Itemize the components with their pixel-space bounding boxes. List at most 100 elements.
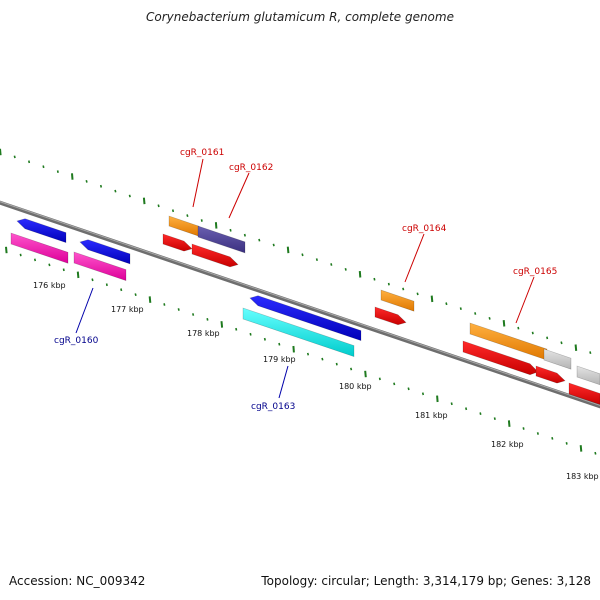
minor-tick (19, 253, 22, 257)
gene-block-blue-1[interactable] (16, 218, 67, 244)
gene-label-cgR_0163[interactable]: cgR_0163 (251, 402, 295, 412)
minor-tick (192, 313, 195, 316)
gene-label-cgR_0160[interactable]: cgR_0160 (54, 336, 99, 346)
gene-block-cyan[interactable] (242, 307, 355, 358)
major-tick (574, 344, 578, 351)
minor-tick (387, 282, 390, 286)
gene-block-red-4[interactable] (462, 340, 539, 376)
minor-tick (91, 278, 94, 282)
minor-tick (421, 392, 425, 396)
tick-label-179: 179 kbp (263, 355, 296, 364)
minor-tick (493, 417, 496, 420)
minor-tick (536, 432, 539, 435)
minor-tick (258, 238, 261, 242)
major-tick (5, 246, 8, 254)
minor-tick (373, 277, 376, 281)
minor-tick (249, 332, 252, 336)
minor-tick (99, 184, 103, 188)
gene-block-pink-1[interactable] (10, 232, 69, 264)
minor-tick (56, 170, 59, 173)
gene-label-cgR_0165[interactable]: cgR_0165 (513, 267, 557, 277)
gene-block-orange-0164[interactable] (380, 289, 415, 312)
minor-tick (206, 318, 209, 321)
gene-block-orange-0161[interactable] (168, 215, 200, 237)
minor-tick (42, 165, 45, 169)
minor-tick (120, 288, 123, 292)
minor-tick (171, 209, 175, 213)
major-tick (436, 395, 439, 403)
minor-tick (28, 160, 31, 164)
map-title: Corynebacterium glutamicum R, complete g… (146, 10, 454, 24)
gene-block-purple-0162[interactable] (197, 225, 246, 254)
tick-label-178: 178 kbp (187, 329, 220, 338)
minor-tick (200, 219, 203, 222)
gene-block-red-1[interactable] (162, 233, 193, 252)
gene-block-pink-2[interactable] (73, 251, 127, 282)
tick-label-180: 180 kbp (339, 382, 372, 391)
minor-tick (157, 204, 160, 208)
leader-line-cgR_0161 (192, 158, 204, 208)
minor-tick (479, 412, 482, 415)
minor-tick (335, 362, 338, 366)
tick-row-upper (0, 148, 592, 354)
minor-tick (474, 312, 477, 315)
major-tick (76, 271, 80, 279)
gene-block-gray-1[interactable] (543, 348, 572, 370)
gene-block-blue-2[interactable] (79, 239, 131, 265)
tick-label-182: 182 kbp (491, 440, 524, 449)
minor-tick (114, 189, 117, 193)
gene-block-red-5[interactable] (535, 365, 566, 384)
minor-tick (229, 228, 232, 232)
leader-line-cgR_0165 (515, 276, 535, 324)
minor-tick (445, 302, 448, 306)
minor-tick (551, 437, 554, 440)
minor-tick (344, 268, 347, 271)
tick-label-183: 183 kbp (566, 472, 599, 481)
minor-tick (402, 287, 405, 291)
minor-tick (416, 292, 419, 296)
minor-tick (459, 307, 462, 310)
minor-tick (531, 331, 534, 335)
minor-tick (128, 194, 131, 198)
minor-tick (278, 342, 281, 346)
major-tick (71, 173, 74, 180)
minor-tick (330, 263, 333, 266)
major-tick (214, 222, 218, 229)
minor-tick (589, 351, 592, 354)
minor-tick (565, 442, 568, 445)
leader-line-cgR_0162 (228, 172, 250, 219)
tick-label-181: 181 kbp (415, 411, 448, 420)
gene-block-blue-3[interactable] (249, 295, 362, 342)
minor-tick (62, 268, 65, 272)
minor-tick (13, 155, 16, 159)
minor-tick (48, 263, 51, 267)
minor-tick (263, 337, 266, 341)
minor-tick (33, 258, 37, 262)
gene-blocks (10, 215, 600, 405)
minor-tick (488, 317, 491, 320)
minor-tick (315, 258, 318, 261)
major-tick (358, 271, 362, 278)
gene-block-red-2[interactable] (191, 243, 239, 268)
gene-block-red-6[interactable] (568, 382, 600, 405)
minor-tick (350, 367, 353, 371)
major-tick (220, 321, 224, 328)
minor-tick (85, 180, 88, 183)
minor-tick (378, 377, 381, 381)
gene-label-cgR_0164[interactable]: cgR_0164 (402, 224, 447, 234)
minor-tick (301, 253, 304, 257)
genome-backbone (0, 200, 600, 409)
gene-block-red-3[interactable] (374, 306, 407, 326)
leader-line-cgR_0163 (278, 365, 289, 399)
minor-tick (522, 427, 525, 430)
major-tick (430, 295, 434, 303)
major-tick (579, 445, 583, 452)
gene-label-cgR_0162[interactable]: cgR_0162 (229, 163, 273, 173)
gene-label-cgR_0161[interactable]: cgR_0161 (180, 148, 224, 158)
major-tick (286, 246, 290, 254)
gene-block-gray-2[interactable] (576, 365, 600, 386)
minor-tick (235, 327, 238, 331)
major-tick (142, 197, 146, 205)
minor-tick (186, 214, 189, 217)
minor-tick (105, 283, 108, 287)
